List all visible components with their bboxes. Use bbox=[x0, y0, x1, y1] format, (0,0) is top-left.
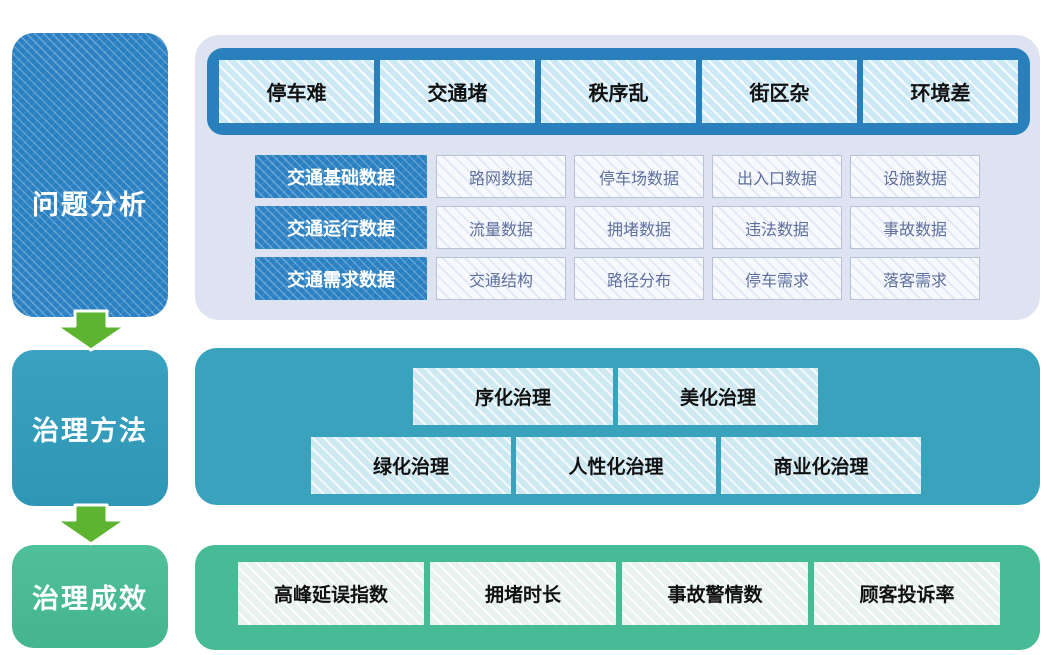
effect-metric-box: 高峰延误指数 bbox=[238, 562, 424, 625]
down-arrow-icon bbox=[54, 309, 128, 352]
problem-box: 环境差 bbox=[863, 60, 1018, 123]
effect-metric-box: 事故警情数 bbox=[622, 562, 808, 625]
data-item: 流量数据 bbox=[436, 206, 566, 249]
stage-problem-analysis: 问题分析 bbox=[12, 33, 168, 317]
data-item: 停车场数据 bbox=[574, 155, 704, 198]
effect-metric-box: 顾客投诉率 bbox=[814, 562, 1000, 625]
effect-metric-box: 拥堵时长 bbox=[430, 562, 616, 625]
stage-governance-effect: 治理成效 bbox=[12, 545, 168, 648]
data-item: 落客需求 bbox=[850, 257, 980, 300]
method-box: 商业化治理 bbox=[721, 437, 921, 494]
data-item: 拥堵数据 bbox=[574, 206, 704, 249]
data-category-label: 交通需求数据 bbox=[255, 257, 427, 300]
data-category-label: 交通基础数据 bbox=[255, 155, 427, 198]
problem-box: 街区杂 bbox=[702, 60, 857, 123]
data-item: 出入口数据 bbox=[712, 155, 842, 198]
panel-governance-methods: 序化治理 美化治理 绿化治理 人性化治理 商业化治理 bbox=[195, 348, 1040, 505]
problem-box: 停车难 bbox=[219, 60, 374, 123]
data-item: 设施数据 bbox=[850, 155, 980, 198]
stage-effect-label: 治理成效 bbox=[32, 584, 148, 615]
data-row-operation: 交通运行数据 流量数据 拥堵数据 违法数据 事故数据 bbox=[195, 206, 1040, 249]
data-row-demand: 交通需求数据 交通结构 路径分布 停车需求 落客需求 bbox=[195, 257, 1040, 300]
data-item: 违法数据 bbox=[712, 206, 842, 249]
data-item: 路径分布 bbox=[574, 257, 704, 300]
problem-header-bar: 停车难 交通堵 秩序乱 街区杂 环境差 bbox=[207, 48, 1030, 135]
stage-problem-label: 问题分析 bbox=[32, 190, 148, 221]
data-category-label: 交通运行数据 bbox=[255, 206, 427, 249]
problem-box: 秩序乱 bbox=[541, 60, 696, 123]
data-item: 事故数据 bbox=[850, 206, 980, 249]
method-box: 绿化治理 bbox=[311, 437, 511, 494]
stage-method-label: 治理方法 bbox=[32, 415, 148, 447]
stage-governance-method: 治理方法 bbox=[12, 350, 168, 506]
data-item: 路网数据 bbox=[436, 155, 566, 198]
problem-box: 交通堵 bbox=[380, 60, 535, 123]
data-row-basic: 交通基础数据 路网数据 停车场数据 出入口数据 设施数据 bbox=[195, 155, 1040, 198]
panel-problem-analysis: 停车难 交通堵 秩序乱 街区杂 环境差 交通基础数据 路网数据 停车场数据 出入… bbox=[195, 35, 1040, 320]
method-box: 美化治理 bbox=[618, 368, 818, 425]
method-box: 序化治理 bbox=[413, 368, 613, 425]
down-arrow-icon bbox=[54, 503, 128, 546]
method-box: 人性化治理 bbox=[516, 437, 716, 494]
data-item: 停车需求 bbox=[712, 257, 842, 300]
panel-governance-effects: 高峰延误指数 拥堵时长 事故警情数 顾客投诉率 bbox=[195, 545, 1040, 650]
data-item: 交通结构 bbox=[436, 257, 566, 300]
